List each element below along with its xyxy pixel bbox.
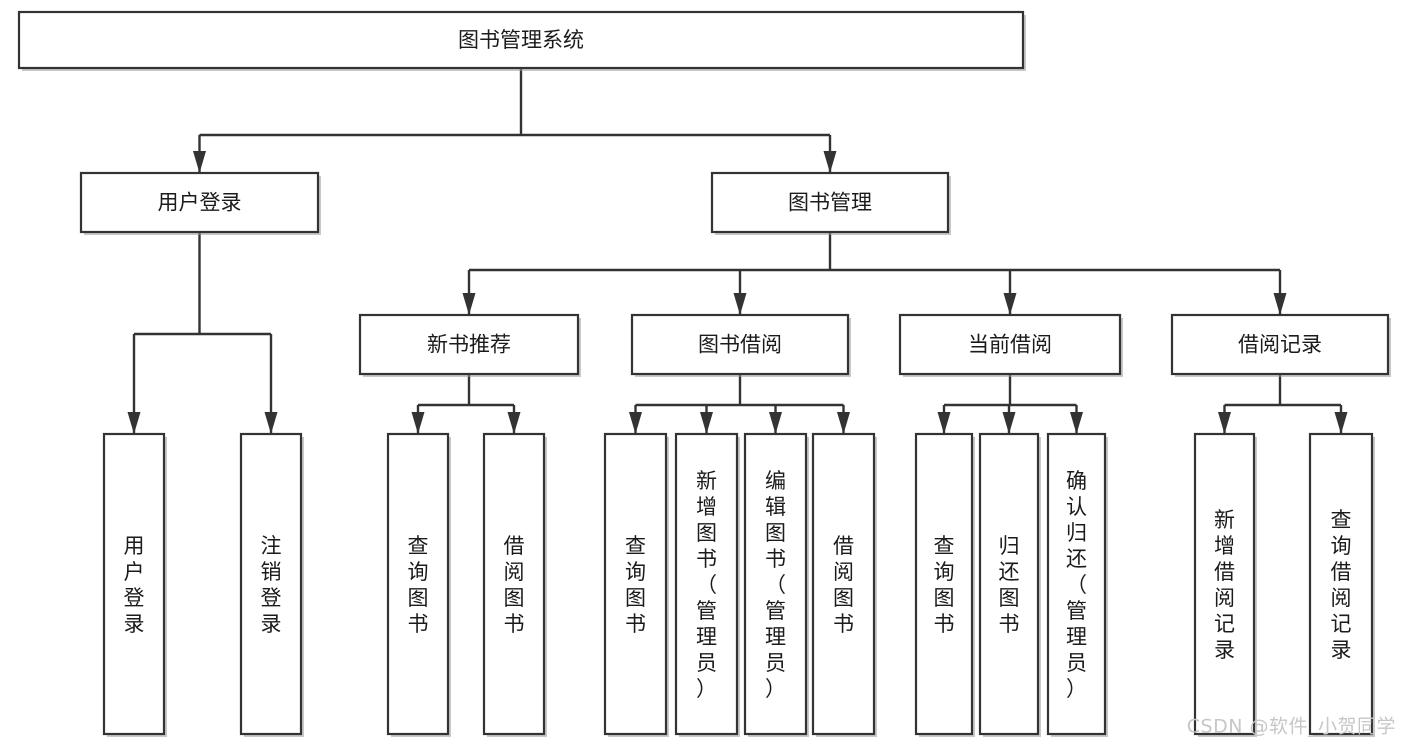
node-leaf-query-book-recommend[interactable]: 查询图书 [386,432,451,737]
node-label: 编辑图书（管理员） [765,469,786,701]
node-rect[interactable] [1193,432,1256,736]
node-label: 图书管理系统 [458,28,584,52]
node-label: 图书借阅 [698,333,782,357]
node-book-borrow[interactable]: 图书借阅 [630,313,851,377]
csdn-watermark: CSDN @软件_小贺同学 [1187,716,1396,738]
nodes-layer: 图书管理系统用户登录图书管理新书推荐图书借阅当前借阅借阅记录用户登录注销登录查询… [17,10,1391,737]
node-rect[interactable] [710,171,950,234]
connector-group-current-borrow [937,374,1083,434]
arrow-head [937,412,951,434]
node-rect[interactable] [811,432,876,736]
node-leaf-query-borrow-record[interactable]: 查询借阅记录 [1308,432,1375,737]
connector-group-root [193,68,837,173]
node-rect[interactable] [743,432,808,736]
node-label: 查询图书 [408,534,429,636]
node-rect[interactable] [898,313,1122,376]
arrow-head [1334,412,1348,434]
connectors-layer [127,68,1348,434]
node-label: 新书推荐 [427,333,511,357]
node-rect[interactable] [603,432,668,736]
node-borrow-records[interactable]: 借阅记录 [1170,313,1391,377]
node-leaf-borrow-book-recommend[interactable]: 借阅图书 [482,432,547,737]
node-label: 借阅图书 [833,534,854,636]
node-label: 注销登录 [261,534,282,636]
arrow-head [837,412,850,434]
arrow-head [769,412,782,434]
node-rect[interactable] [1308,432,1374,736]
node-rect[interactable] [79,171,320,234]
node-leaf-edit-book-admin[interactable]: 编辑图书（管理员） [743,432,809,737]
connector-group-book-management [462,232,1287,315]
node-label: 查询图书 [625,534,646,636]
node-leaf-borrow-book[interactable]: 借阅图书 [811,432,877,737]
connector-group-book-borrow [629,374,850,434]
arrow-head [700,412,713,434]
node-rect[interactable] [239,432,303,736]
arrow-head [264,412,278,434]
arrow-head [1070,412,1083,434]
arrow-head [1003,293,1017,315]
arrow-head [629,412,642,434]
node-rect[interactable] [102,432,166,736]
node-label: 新增借阅记录 [1214,508,1235,662]
node-rect[interactable] [17,10,1025,70]
arrow-head [1273,293,1287,315]
node-leaf-query-book-borrow[interactable]: 查询图书 [603,432,669,737]
arrow-head [1002,412,1016,434]
node-leaf-logout[interactable]: 注销登录 [239,432,304,737]
connector-group-user-login [127,232,278,434]
node-label: 用户登录 [158,191,242,215]
node-leaf-add-borrow-record[interactable]: 新增借阅记录 [1193,432,1257,737]
connector-group-new-book-recommend [411,374,521,434]
node-leaf-confirm-return-admin[interactable]: 确认归还（管理员） [1046,432,1108,737]
node-rect[interactable] [386,432,450,736]
node-book-management[interactable]: 图书管理 [710,171,951,235]
node-rect[interactable] [914,432,974,736]
node-root[interactable]: 图书管理系统 [17,10,1026,71]
node-rect[interactable] [482,432,546,736]
node-label: 查询图书 [934,534,955,636]
node-label: 归还图书 [999,534,1020,636]
arrow-head [1218,412,1231,434]
arrow-head [411,412,425,434]
arrow-head [462,293,476,315]
node-label: 当前借阅 [968,333,1052,357]
node-rect[interactable] [1170,313,1390,376]
arrow-head [507,412,521,434]
node-label: 用户登录 [124,534,145,636]
node-rect[interactable] [978,432,1040,736]
node-rect[interactable] [674,432,739,736]
node-leaf-query-book-current[interactable]: 查询图书 [914,432,975,737]
node-current-borrow[interactable]: 当前借阅 [898,313,1123,377]
arrow-head [127,412,141,434]
node-label: 借阅图书 [504,534,525,636]
node-label: 查询借阅记录 [1331,508,1352,662]
node-leaf-add-book-admin[interactable]: 新增图书（管理员） [674,432,740,737]
node-rect[interactable] [630,313,850,376]
node-leaf-user-login[interactable]: 用户登录 [102,432,167,737]
arrow-head [733,293,747,315]
node-new-book-recommend[interactable]: 新书推荐 [358,313,581,377]
arrow-head [823,151,837,173]
node-label: 图书管理 [788,191,872,215]
connector-group-borrow-records [1218,374,1348,434]
node-label: 借阅记录 [1238,333,1322,357]
node-leaf-return-book[interactable]: 归还图书 [978,432,1041,737]
node-user-login[interactable]: 用户登录 [79,171,321,235]
node-rect[interactable] [1046,432,1107,736]
node-label: 确认归还（管理员） [1066,469,1087,701]
arrow-head [193,151,206,173]
node-rect[interactable] [358,313,580,376]
node-label: 新增图书（管理员） [696,469,717,701]
